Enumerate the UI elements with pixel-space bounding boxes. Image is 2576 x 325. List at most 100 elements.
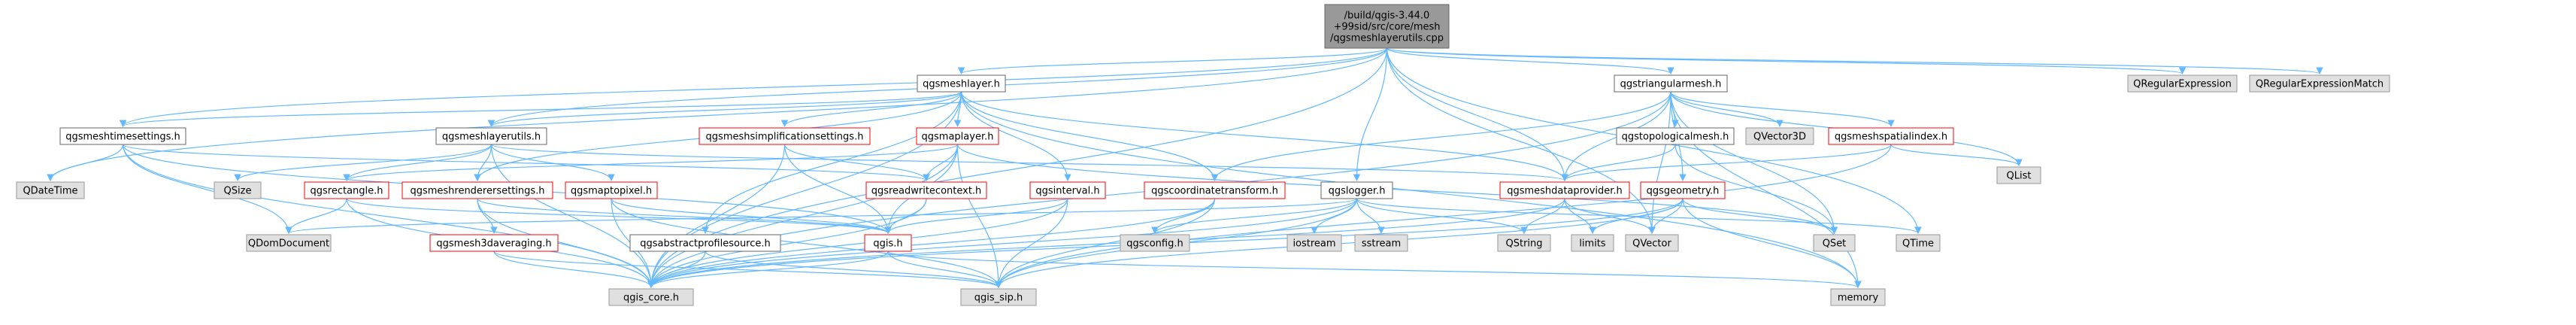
node-label: QString (1505, 238, 1542, 250)
node-box (1324, 4, 1450, 49)
node-qgsmeshdataprovider-h[interactable]: qgsmeshdataprovider.h (1499, 181, 1630, 199)
node-qgsmeshlayer-h[interactable]: qgsmeshlayer.h (917, 74, 1006, 93)
node-qgsmeshrenderersettings-h[interactable]: qgsmeshrenderersettings.h (402, 181, 553, 199)
edge-qgsrectangle-h-to-qgis-h (346, 198, 892, 234)
node-box (1354, 234, 1408, 252)
node-box (960, 288, 1037, 306)
node-box (1320, 181, 1393, 199)
edge-qgsmeshsimplificationsettings-h-to-qgis-h (783, 144, 892, 234)
node-iostream: iostream (1286, 234, 1342, 252)
edge-qgsmeshdataprovider-h-to-limits (1564, 198, 1596, 234)
node-label: qgis_sip.h (974, 293, 1023, 304)
edge-qgstopologicalmesh-h-to-qgsmeshdataprovider-h (1561, 144, 1676, 181)
edge-qgsmesh3daveraging-h-to-qgis-sip-h (493, 251, 1002, 288)
node-QString: QString (1497, 234, 1551, 252)
node-qgis-core-h: qgis_core.h (608, 288, 694, 306)
node-label: qgslogger.h (1329, 186, 1386, 197)
node-box (1286, 234, 1342, 252)
node-box (1120, 234, 1190, 252)
node-qgscoordinatetransform-h[interactable]: qgscoordinatetransform.h (1144, 181, 1286, 199)
edge-qgslogger-h-to-qgsconfig-h (1151, 198, 1358, 234)
edge-qgsmeshrenderersettings-h-to-qgis-core-h (477, 198, 655, 288)
edge-qgsmeshlayer-h-to-qgscoordinatetransform-h (960, 91, 1219, 181)
node-box (917, 74, 1006, 93)
edge-qgsabstractprofilesource-h-to-qgis-sip-h (705, 251, 1002, 288)
node-label: qgis.h (873, 238, 902, 250)
node-box (865, 181, 987, 199)
edge-root-to-QRegularExpressionMatch (1386, 47, 2323, 74)
node-label: qgsmeshlayer.h (923, 79, 1000, 90)
node-qgsabstractprofilesource-h[interactable]: qgsabstractprofilesource.h (629, 234, 781, 252)
node-qgsmeshlayerutils-h[interactable]: qgsmeshlayerutils.h (435, 127, 547, 145)
edge-qgsmeshtimesettings-h-to-qgsreadwritecontext-h (122, 144, 930, 181)
edge-root-to-QRegularExpression (1386, 47, 2186, 74)
node-QVector: QVector (1625, 234, 1679, 252)
node-qgsmaptopixel-h[interactable]: qgsmaptopixel.h (565, 181, 658, 199)
node-label: qgstopologicalmesh.h (1622, 132, 1729, 143)
node-qgsrectangle-h[interactable]: qgsrectangle.h (304, 181, 389, 199)
node-box (1144, 181, 1286, 199)
edge-qgsmeshlayerutils-h-to-QSize (234, 144, 492, 181)
node-qgsmeshtimesettings-h[interactable]: qgsmeshtimesettings.h (59, 127, 186, 145)
node-box (565, 181, 658, 199)
edge-qgis-h-to-memory (887, 251, 1862, 288)
node-qgsmesh3daveraging-h[interactable]: qgsmesh3daveraging.h (429, 234, 559, 252)
edge-root-to-QDateTime (47, 47, 1388, 181)
edge-qgslogger-h-to-QDomDocument (285, 198, 1358, 234)
node-qgsmaplayer-h[interactable]: qgsmaplayer.h (916, 127, 999, 145)
edge-root-to-qgstriangularmesh-h (1386, 47, 1674, 74)
node-box (629, 234, 781, 252)
node-qgis-sip-h: qgis_sip.h (960, 288, 1037, 306)
edge-qgsmeshdataprovider-h-to-QString (1520, 198, 1565, 234)
edge-qgsmeshlayer-h-to-qgsmeshdataprovider-h (960, 91, 1568, 181)
edge-qgsmeshlayerutils-h-to-qgsmaptopixel-h (490, 144, 615, 181)
node-qgis-h[interactable]: qgis.h (864, 234, 912, 252)
node-label: qgsgeometry.h (1647, 186, 1720, 197)
node-QDomDocument: QDomDocument (246, 234, 332, 252)
node-label: limits (1579, 238, 1606, 250)
node-qgsmeshspatialindex-h[interactable]: qgsmeshspatialindex.h (1828, 127, 1954, 145)
edge-qgstopologicalmesh-h-to-QSet (1674, 144, 1838, 234)
node-root[interactable]: /build/qgis-3.44.0+99sid/src/core/mesh/q… (1324, 4, 1450, 49)
edge-qgsmeshtimesettings-h-to-QDomDocument (122, 144, 292, 234)
node-qgstriangularmesh-h[interactable]: qgstriangularmesh.h (1614, 74, 1728, 93)
node-qgstopologicalmesh-h[interactable]: qgstopologicalmesh.h (1616, 127, 1735, 145)
edge-root-to-QVector (1386, 47, 1656, 234)
edge-qgsmeshlayerutils-h-to-qgsmeshrenderersettings-h (474, 144, 492, 181)
node-qgsgeometry-h[interactable]: qgsgeometry.h (1640, 181, 1726, 199)
node-qgsmeshsimplificationsettings-h[interactable]: qgsmeshsimplificationsettings.h (699, 127, 871, 145)
edge-root-to-qgsmeshdataprovider-h (1386, 47, 1568, 181)
node-box (1830, 288, 1886, 306)
edge-root-to-qgsmeshtimesettings-h (119, 47, 1388, 127)
node-box (246, 234, 332, 252)
edge-qgstriangularmesh-h-to-QSet (1670, 91, 1838, 234)
node-box (1640, 181, 1726, 199)
node-box (435, 127, 547, 145)
node-label: iostream (1293, 238, 1335, 250)
node-label: /build/qgis-3.44.0 (1344, 11, 1430, 22)
edge-qgsmeshlayer-h-to-qgsmeshlayerutils-h (487, 91, 962, 127)
edge-qgsmeshspatialindex-h-to-qgsmeshdataprovider-h (1561, 144, 1892, 181)
node-label: qgsmeshspatialindex.h (1835, 132, 1947, 143)
node-label: QDomDocument (248, 238, 329, 250)
node-qgslogger-h[interactable]: qgslogger.h (1320, 181, 1393, 199)
edge-qgstriangularmesh-h-to-qgsmeshspatialindex-h (1670, 91, 1895, 127)
node-label: QRegularExpressionMatch (2256, 79, 2384, 90)
node-label: qgstriangularmesh.h (1620, 79, 1722, 90)
edge-qgslogger-h-to-qgis-core-h (647, 198, 1358, 288)
edge-qgstriangularmesh-h-to-memory (1670, 91, 1862, 288)
edge-qgsmeshsimplificationsettings-h-to-qgsreadwritecontext-h (783, 144, 930, 181)
edge-qgsmeshrenderersettings-h-to-qgis-h (477, 198, 892, 234)
node-box (864, 234, 912, 252)
edge-root-to-qgsmeshlayer-h (958, 47, 1388, 74)
node-label: qgscoordinatetransform.h (1151, 186, 1278, 197)
node-qgsreadwritecontext-h[interactable]: qgsreadwritecontext.h (865, 181, 987, 199)
edge-qgslogger-h-to-QString (1356, 198, 1528, 234)
node-box (402, 181, 553, 199)
edge-qgsmeshtimesettings-h-to-QDateTime (47, 144, 124, 181)
node-label: qgsmaplayer.h (922, 132, 994, 143)
edge-qgslogger-h-to-sstream (1356, 198, 1385, 234)
node-qgsinterval-h[interactable]: qgsinterval.h (1029, 181, 1106, 199)
node-label: +99sid/src/core/mesh (1333, 22, 1440, 33)
